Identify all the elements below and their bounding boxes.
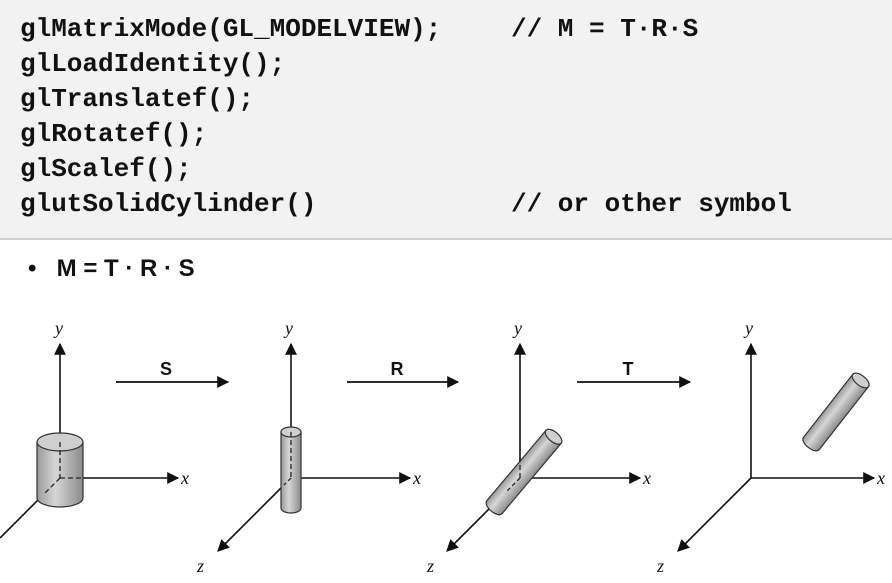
code-line-translate: glTranslatef();	[20, 84, 255, 114]
section-divider	[0, 238, 892, 240]
frame-scaled: y x z	[196, 318, 421, 576]
code-panel: glMatrixMode(GL_MODELVIEW); // M = T·R·S…	[0, 0, 892, 238]
frame-translated: y x z	[656, 318, 885, 576]
x-axis-label: x	[876, 468, 885, 488]
code-line-matrixmode: glMatrixMode(GL_MODELVIEW);	[20, 14, 442, 44]
hidden-z-axis	[504, 477, 521, 494]
code-comment-composition: // M = T·R·S	[511, 14, 699, 44]
z-axis-label: z	[196, 556, 204, 576]
x-axis-label: x	[412, 468, 421, 488]
frame-original: y x	[0, 318, 189, 539]
step-translate: T	[577, 359, 692, 388]
cylinder-body	[485, 429, 563, 516]
y-axis-label: y	[283, 318, 293, 338]
code-line-loadidentity: glLoadIdentity();	[20, 49, 286, 79]
rotated-cylinder	[485, 428, 563, 516]
hidden-z-axis	[283, 477, 292, 486]
bullet-text: M = T · R · S	[56, 255, 195, 282]
bullet-item: • M = T · R · S	[28, 252, 195, 286]
code-line-rotate: glRotatef();	[20, 119, 208, 149]
hidden-z-axis	[43, 477, 61, 495]
translated-cylinder	[802, 372, 870, 452]
z-axis-label: z	[426, 556, 434, 576]
x-axis-label: x	[180, 468, 189, 488]
frame-rotated: y x z	[426, 318, 651, 576]
bullet-marker: •	[28, 255, 37, 282]
z-axis-arrow	[677, 477, 752, 552]
z-axis-label: z	[656, 556, 664, 576]
step-label-rotate: R	[391, 359, 404, 379]
y-axis-label: y	[743, 318, 753, 338]
z-axis-arrow	[217, 477, 292, 552]
code-line-scale: glScalef();	[20, 154, 192, 184]
cylinder-top	[851, 372, 870, 389]
code-line-cylinder: glutSolidCylinder()	[20, 189, 317, 219]
x-axis-label: x	[642, 468, 651, 488]
code-comment-symbol: // or other symbol	[511, 189, 792, 219]
y-axis-label: y	[512, 318, 522, 338]
cylinder-body	[802, 373, 870, 452]
y-axis-label: y	[53, 318, 63, 338]
step-rotate: R	[347, 359, 460, 388]
cylinder-top	[544, 428, 563, 445]
step-label-scale: S	[160, 359, 172, 379]
step-scale: S	[116, 359, 230, 388]
step-label-translate: T	[623, 359, 634, 379]
